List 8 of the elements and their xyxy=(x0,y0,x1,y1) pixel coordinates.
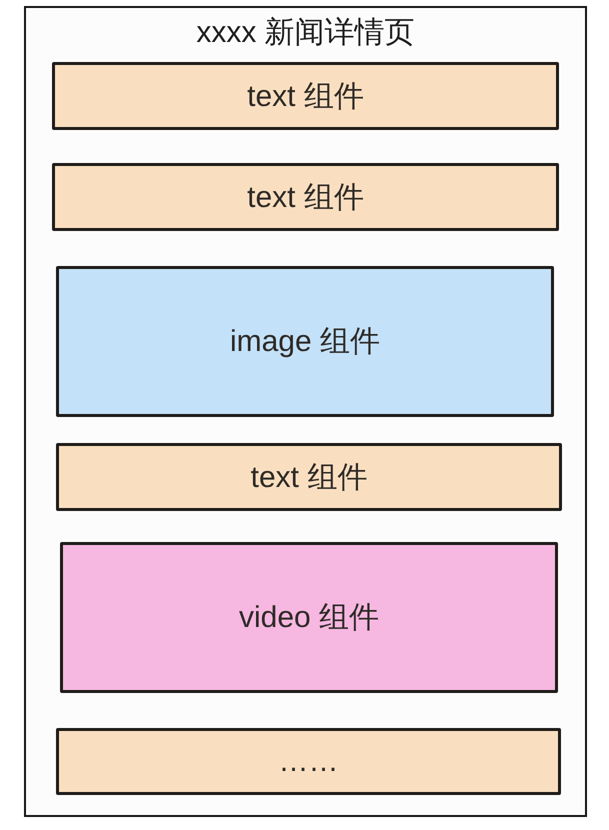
component-box: video 组件 xyxy=(60,542,558,693)
component-box: text 组件 xyxy=(56,443,562,511)
page-title: xxxx 新闻详情页 xyxy=(196,15,415,51)
component-box: …… xyxy=(56,728,561,795)
page-frame xyxy=(24,6,587,817)
component-box: image 组件 xyxy=(56,266,554,417)
component-box: text 组件 xyxy=(52,163,559,231)
component-box: text 组件 xyxy=(52,62,559,130)
